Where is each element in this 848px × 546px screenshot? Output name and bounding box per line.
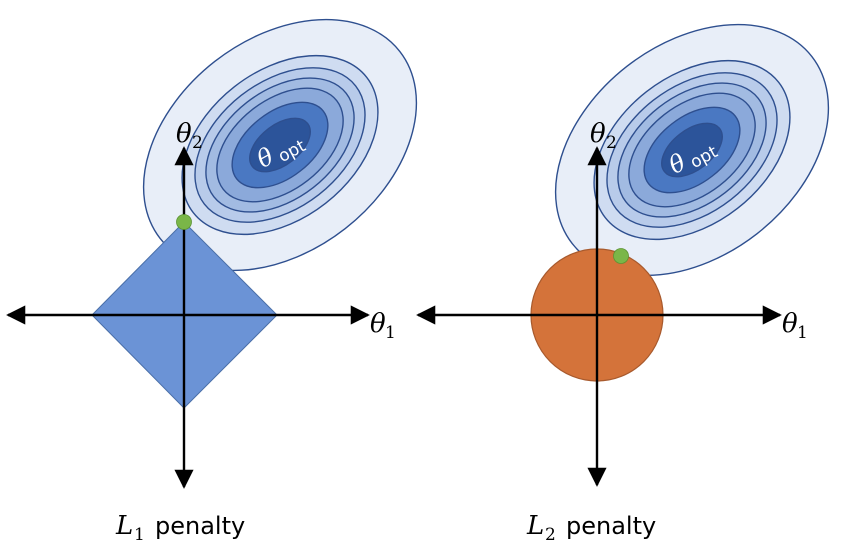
l2-contours	[554, 23, 830, 277]
theta1-subscript: 1	[385, 323, 396, 343]
contour-ring	[249, 117, 311, 173]
l2-caption: L 2 penalty	[526, 511, 656, 545]
caption-word: penalty	[155, 512, 245, 540]
theta2-label: θ	[176, 119, 192, 149]
l1-caption: L 1 penalty	[115, 511, 245, 545]
caption-symbol: L	[526, 511, 544, 541]
caption-word: penalty	[566, 512, 656, 540]
theta1-label: θ	[370, 309, 386, 339]
theta1-label: θ	[782, 309, 798, 339]
theta2-subscript: 2	[192, 133, 203, 153]
caption-subscript: 1	[134, 525, 145, 545]
theta2-subscript: 2	[606, 133, 617, 153]
l2-panel: θ opt θ 2 θ 1 L 2 penalty	[416, 23, 830, 545]
green-dot-icon	[176, 214, 192, 230]
caption-symbol: L	[115, 511, 133, 541]
green-dot-icon	[613, 248, 629, 264]
l1-panel: θ opt θ 2 θ 1 L 1 penalty	[6, 18, 418, 545]
theta2-label: θ	[590, 119, 606, 149]
contour-ring	[661, 122, 723, 178]
l1-contours	[142, 18, 418, 272]
theta1-subscript: 1	[797, 323, 808, 343]
caption-subscript: 2	[545, 525, 556, 545]
